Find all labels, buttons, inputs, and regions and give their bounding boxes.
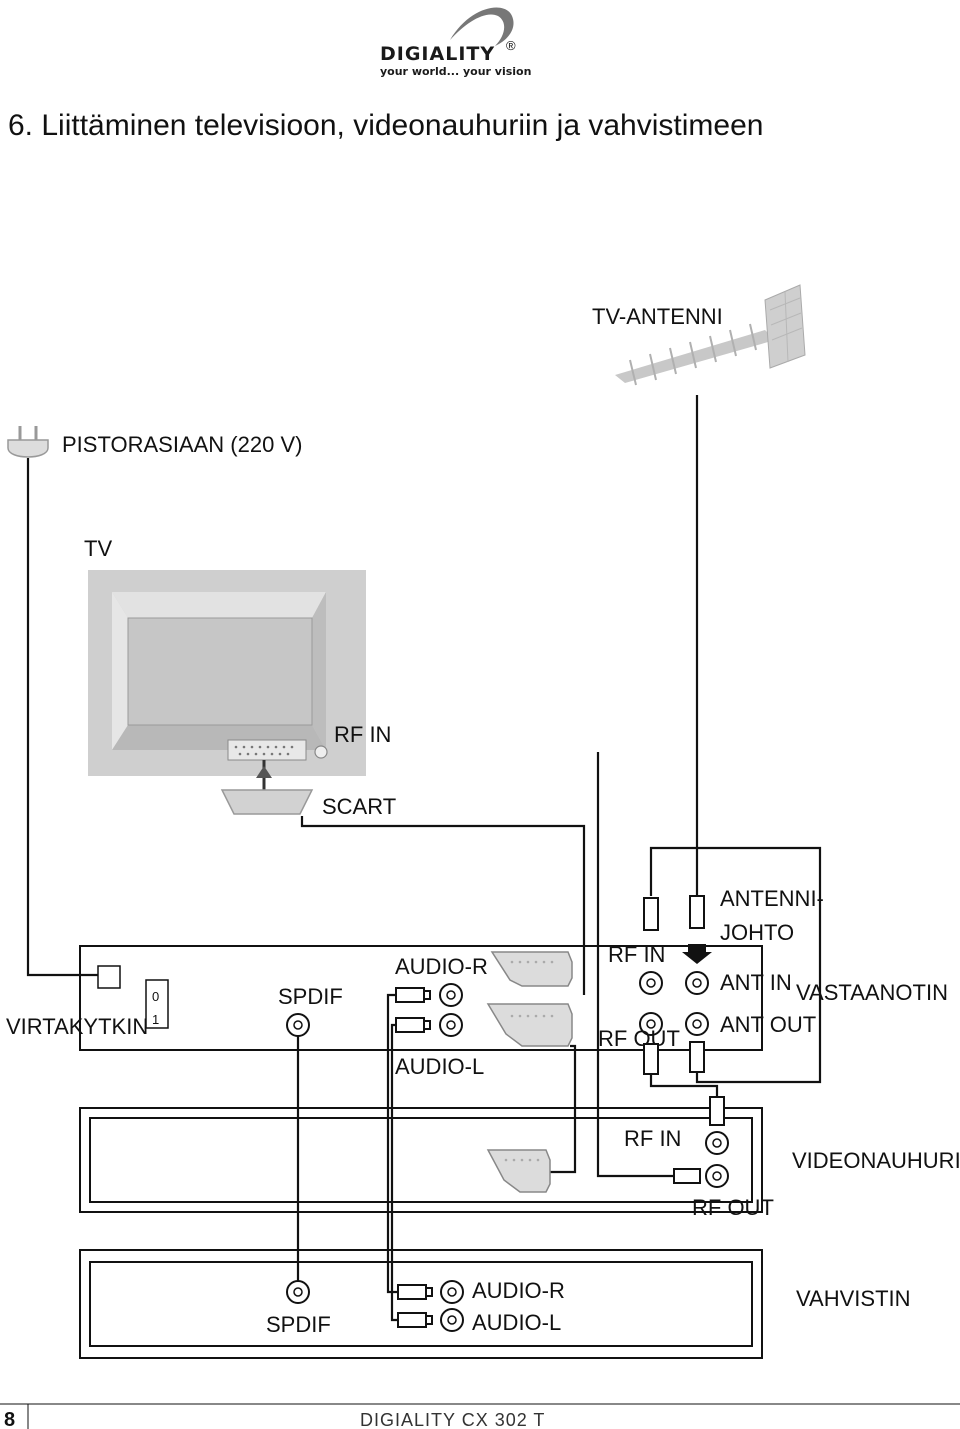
tv-set (88, 570, 366, 776)
tv-antenna-label: TV-ANTENNI (592, 304, 723, 329)
power-switch-label: VIRTAKYTKIN (6, 1014, 148, 1039)
rf-plug-icon (643, 897, 659, 931)
receiver-spdif-label: SPDIF (278, 984, 343, 1009)
scart-arrow-icon (256, 766, 272, 778)
receiver-audio-l-label: AUDIO-L (395, 1054, 484, 1079)
amp-audio-r-plug-icon (397, 1284, 427, 1300)
receiver-scart-vcr-icon (486, 1003, 573, 1047)
rf-out-plug-icon (643, 1043, 659, 1075)
ant-in-label: ANT IN (720, 970, 792, 995)
switch-on-label: 1 (152, 1012, 159, 1027)
rf-cable-tv (596, 752, 674, 1178)
amp-audio-r-label: AUDIO-R (472, 1278, 565, 1303)
receiver-box (79, 945, 763, 1051)
amp-spdif-label: SPDIF (266, 1312, 331, 1337)
receiver-audio-r-label: AUDIO-R (395, 954, 488, 979)
vcr-rf-in-plug-icon (709, 1096, 725, 1126)
vcr-label: VIDEONAUHURI (792, 1148, 960, 1173)
audio-l-cable (390, 1023, 398, 1322)
amplifier-label: VAHVISTIN (796, 1286, 911, 1311)
ant-out-plug-icon (689, 1041, 705, 1073)
antenna-loop-cable (649, 846, 822, 1084)
scart-label: SCART (322, 794, 396, 819)
switch-off-label: 0 (152, 989, 159, 1004)
tv-antenna-icon (615, 284, 806, 386)
tv-rf-in-label: RF IN (334, 722, 391, 747)
vcr-rf-out-label: RF OUT (692, 1195, 774, 1220)
page-number: 8 (4, 1409, 15, 1429)
power-cable (26, 458, 110, 977)
receiver-label: VASTAANOTIN (796, 980, 948, 1005)
vcr-unit: RF IN RF OUT (79, 1096, 774, 1220)
logo-tagline: your world... your vision (380, 65, 531, 78)
wall-plug-icon (7, 426, 49, 458)
vcr-box (79, 1107, 763, 1213)
audio-r-plug-icon (395, 987, 425, 1003)
receiver-unit: 0 1 SPDIF AUDIO-R AUDIO-L RF IN RF OUT A… (79, 942, 816, 1079)
vcr-rf-out-plug-icon (673, 1168, 701, 1184)
logo-registered-mark: ® (506, 38, 516, 53)
amplifier-box (79, 1249, 763, 1359)
digiality-logo: DIGIALITY ® your world... your vision (380, 7, 531, 78)
page-heading: 6. Liittäminen televisioon, videonauhuri… (8, 109, 763, 142)
amp-audio-l-label: AUDIO-L (472, 1310, 561, 1335)
logo-brand: DIGIALITY (380, 43, 495, 65)
amplifier-unit: SPDIF AUDIO-R AUDIO-L (79, 1249, 763, 1359)
ant-out-label: ANT OUT (720, 1012, 816, 1037)
receiver-rf-in-label: RF IN (608, 942, 665, 967)
tv-label: TV (84, 536, 112, 561)
audio-l-plug-icon (395, 1017, 425, 1033)
antenna-cable-label-2: JOHTO (720, 920, 794, 945)
rf-cable-receiver-vcr (649, 1074, 719, 1097)
antenna-plug-icon (689, 895, 705, 929)
logo-swoosh-icon (450, 7, 514, 46)
power-switch (145, 979, 169, 1029)
power-inlet-icon (97, 965, 121, 989)
receiver-rf-out-label: RF OUT (598, 1026, 680, 1051)
footer-product: DIGIALITY CX 302 T (360, 1410, 545, 1429)
wall-socket-label: PISTORASIAAN (220 V) (62, 432, 302, 457)
vcr-scart-icon (486, 1149, 551, 1193)
tv-rf-in-jack-icon (314, 745, 328, 759)
vcr-rf-in-label: RF IN (624, 1126, 681, 1151)
tv-scart-socket-icon (227, 739, 307, 761)
scart-plug-icon (220, 789, 314, 815)
scart-cable-tv (300, 816, 586, 995)
amp-audio-l-plug-icon (397, 1312, 427, 1328)
receiver-scart-tv-icon (490, 951, 573, 987)
antenna-cable-label-1: ANTENNI- (720, 886, 824, 911)
down-arrow-icon (682, 944, 712, 964)
